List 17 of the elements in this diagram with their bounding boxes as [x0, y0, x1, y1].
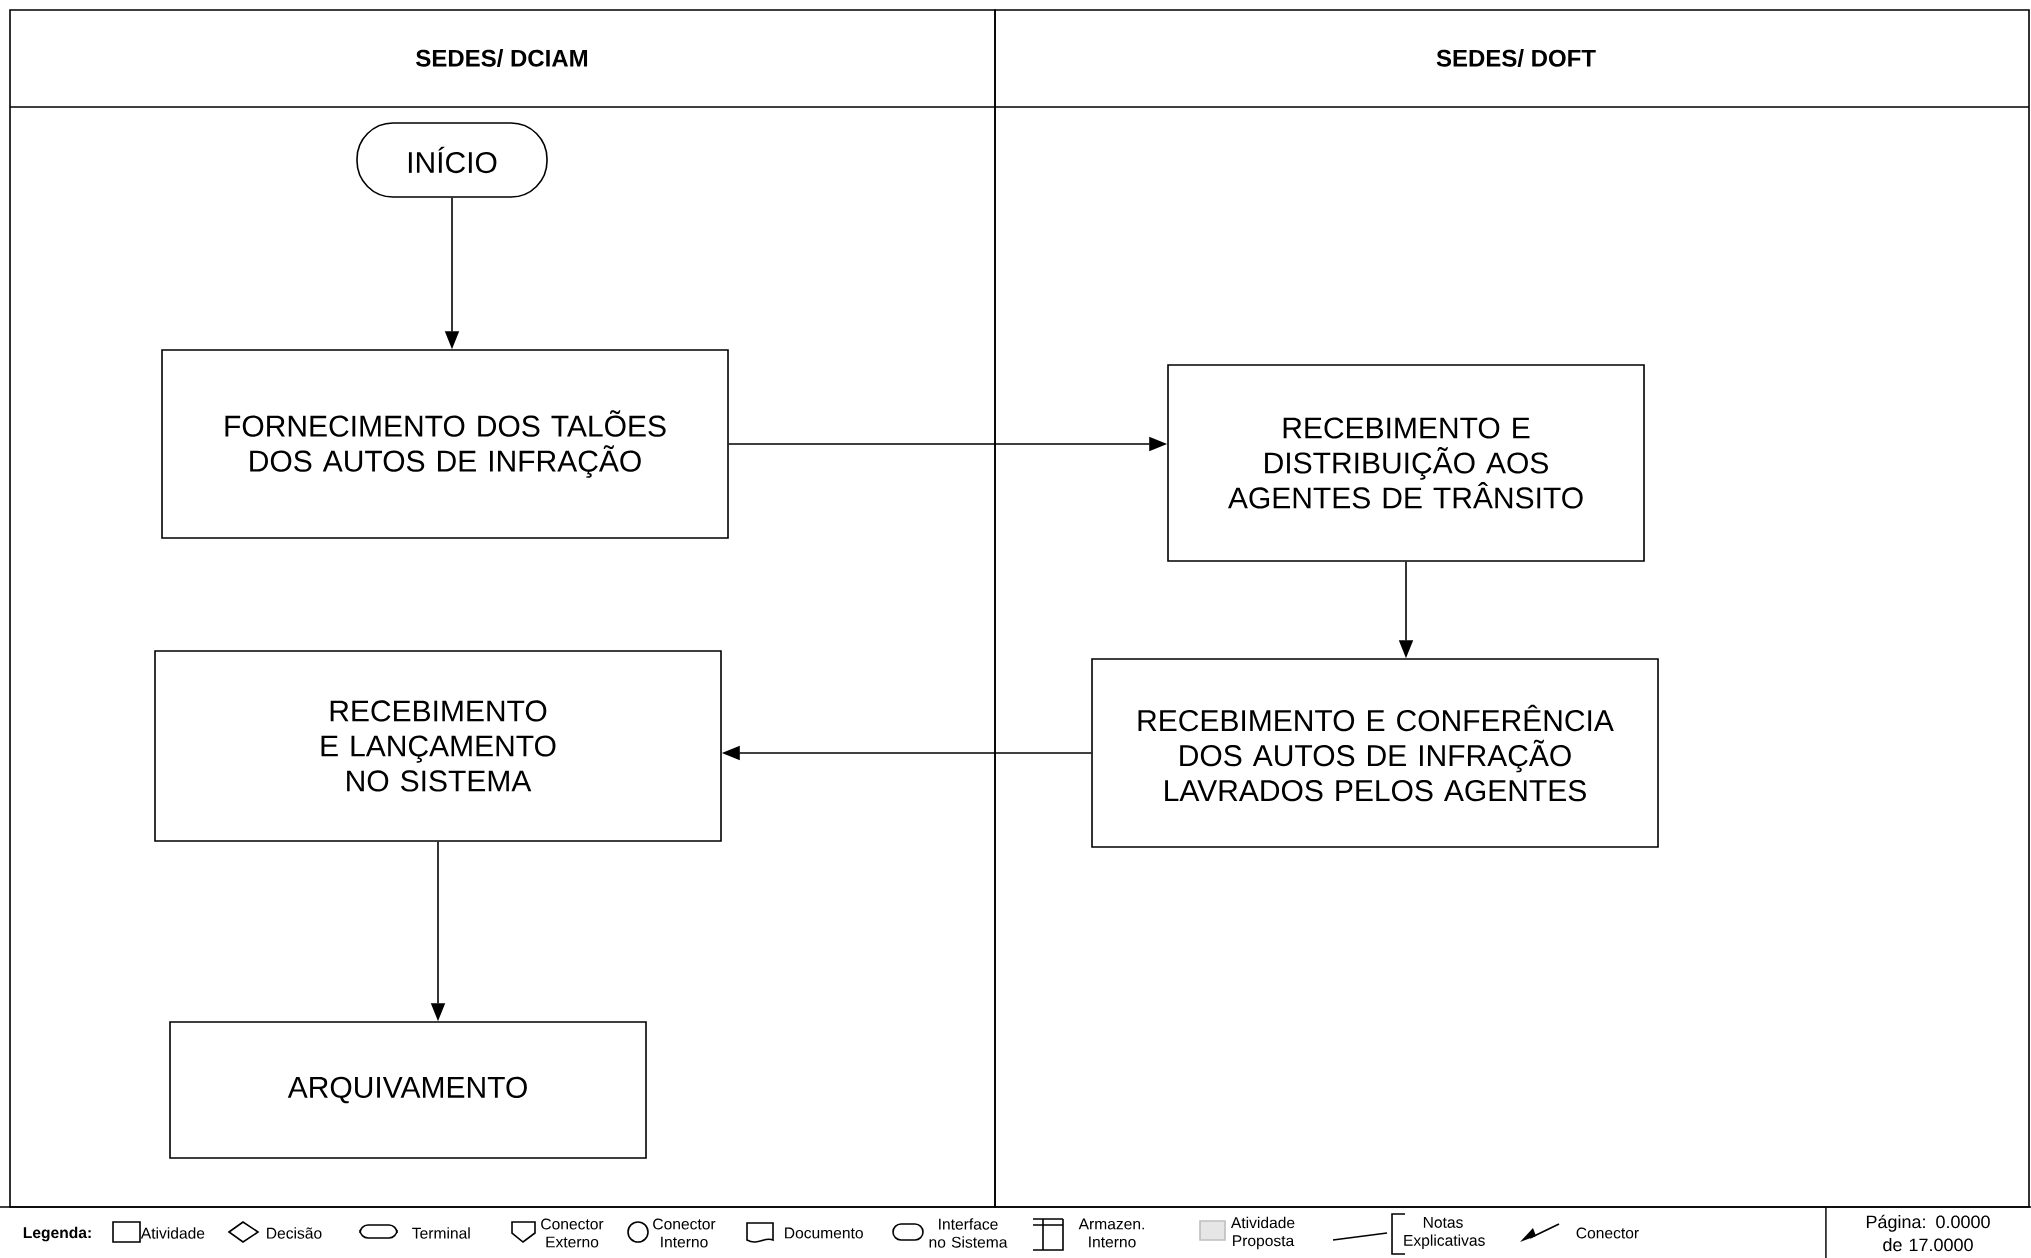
legend-item: Documento	[746, 1222, 863, 1243]
legend-item: Atividade	[112, 1221, 205, 1243]
legend-item: Conector	[1520, 1223, 1639, 1242]
legend-item: Conector Externo	[511, 1218, 604, 1248]
legend-item: Terminal	[359, 1224, 470, 1239]
process-box: RECEBIMENTO E LANÇAMENTO NO SISTEMA	[154, 650, 722, 842]
process-box: RECEBIMENTO E DISTRIBUIÇÃO AOS AGENTES DE TRÂNSITO	[1167, 364, 1645, 562]
legend-item: Armazen. Interno	[1032, 1218, 1144, 1251]
process-box: ARQUIVAMENTO	[169, 1021, 647, 1159]
legend-item: Notas Explicativas	[1332, 1213, 1485, 1255]
process-box: RECEBIMENTO E CONFERÊNCIA DOS AUTOS DE INFRAÇÃO LAVRADOS PELOS AGENTES	[1091, 658, 1659, 848]
legend-item: Interface no Sistema	[892, 1218, 1008, 1248]
legend-title: Legenda:	[23, 1226, 91, 1242]
process-box: FORNECIMENTO DOS TALÕES DOS AUTOS DE INFRAÇÃO	[161, 349, 729, 539]
page-number: Página: 0.0000 de 17.0000	[1866, 1214, 1990, 1252]
legend-item: Atividade Proposta	[1199, 1216, 1295, 1250]
legend-item: Conector Interno	[627, 1218, 716, 1248]
